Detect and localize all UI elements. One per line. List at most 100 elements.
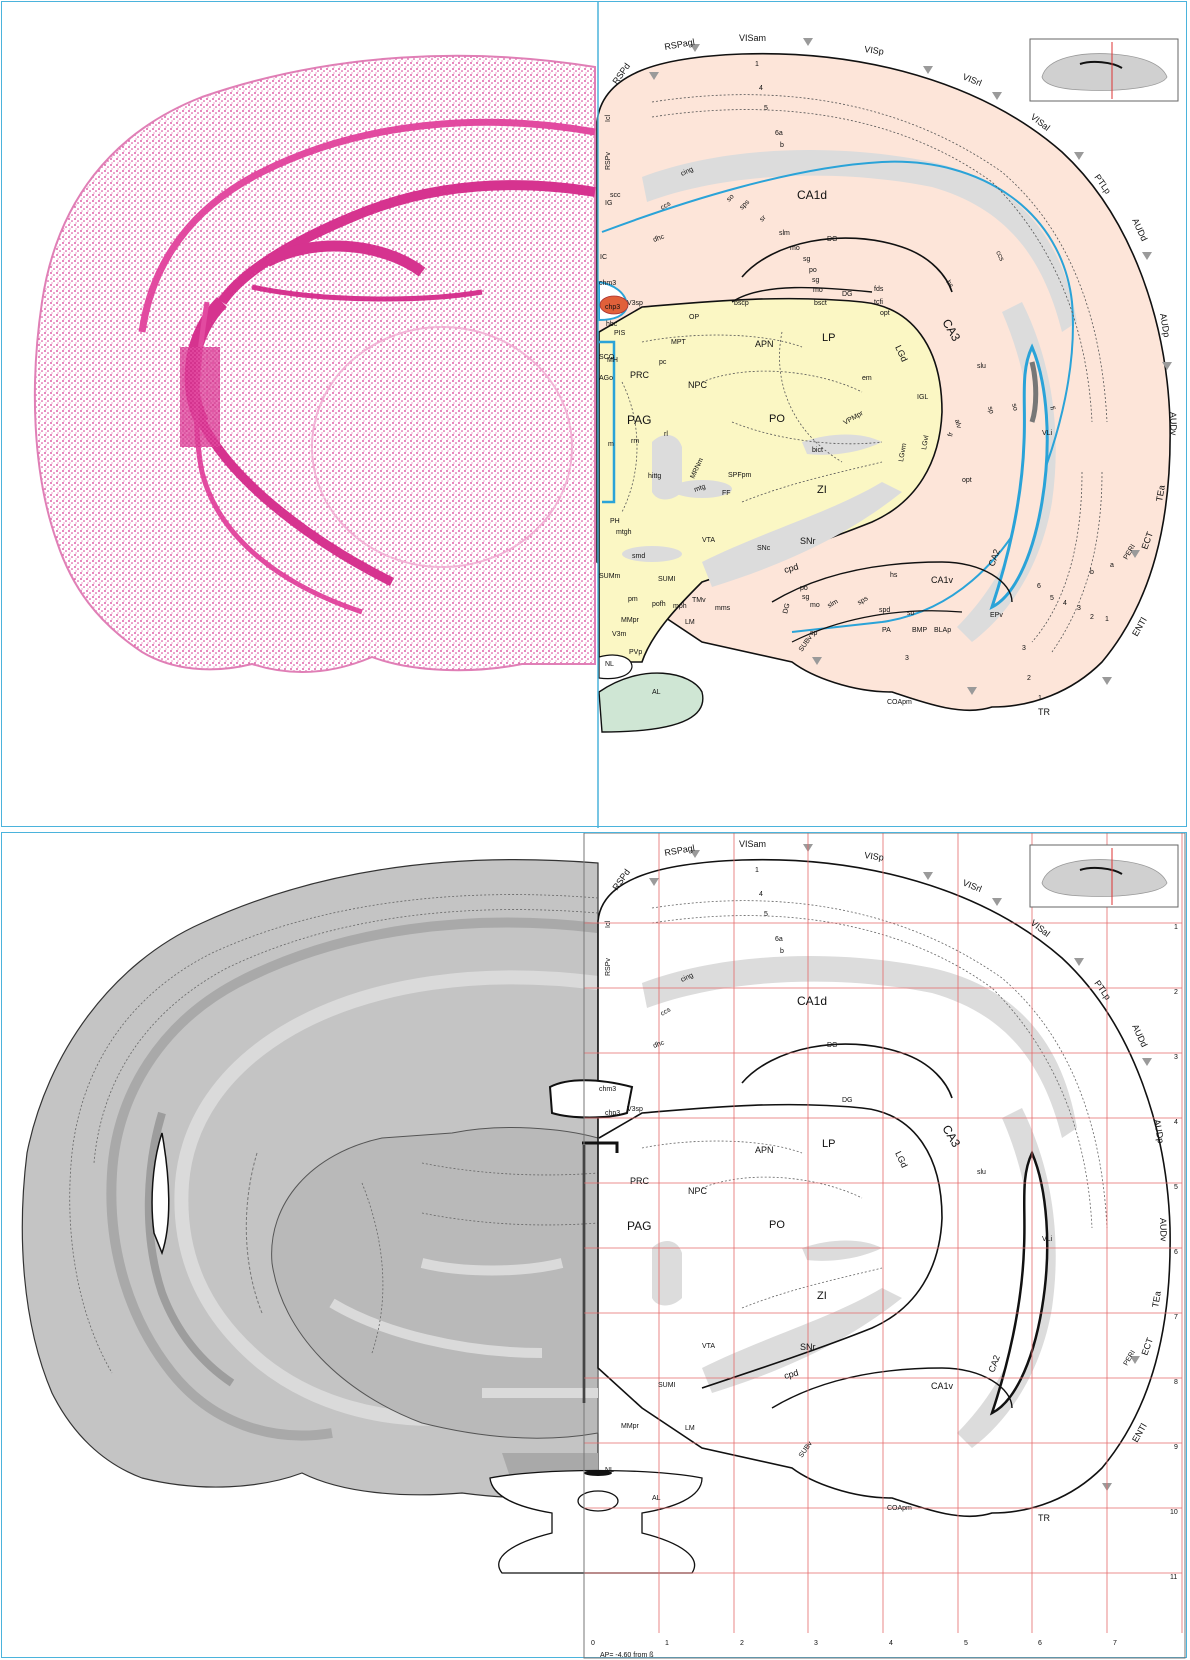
label-ent-layer-b: b — [1090, 569, 1094, 576]
boundary-arrowheads — [649, 38, 1172, 695]
bottom-panel-svg: 0 1 2 3 4 5 6 7 1 2 3 4 5 6 7 8 9 10 11 … — [21, 833, 1186, 1659]
label-bscp: bscp — [734, 300, 749, 307]
label-PRC: PRC — [630, 370, 650, 380]
label-sr: sr — [758, 214, 768, 224]
label-pm: pm — [628, 596, 638, 603]
label-sg2: sg — [812, 277, 820, 284]
label-ENTl: ENTl — [1130, 1422, 1149, 1444]
y-tick-8: 8 — [1174, 1379, 1178, 1386]
label-pofh: pofh — [652, 601, 666, 608]
y-tick-2: 2 — [1174, 989, 1178, 996]
label-ent-layer-6: 6 — [1037, 583, 1041, 590]
label-BMP: BMP — [912, 627, 928, 634]
label-sp-ca3: sp — [986, 406, 995, 415]
label-NL: NL — [605, 661, 614, 668]
label-AGo: AGo — [599, 375, 613, 382]
label-AUDv: AUDv — [1158, 1218, 1169, 1242]
label-BLAp: BLAp — [934, 627, 951, 634]
label-opt-lat: opt — [962, 477, 972, 484]
grid-x-ticks: 0 1 2 3 4 5 6 7 — [591, 1640, 1117, 1647]
label-VISrl: VISrl — [961, 878, 983, 895]
label-SNr: SNr — [800, 536, 816, 546]
label-slu: slu — [977, 363, 986, 370]
label-mms: mms — [715, 605, 731, 612]
label-layer-6b: b — [780, 948, 784, 955]
label-Icl: Icl — [605, 115, 612, 122]
label-PA: PA — [882, 627, 891, 634]
label-rm: rm — [631, 438, 639, 445]
label-LGvm: LGvm — [898, 443, 908, 463]
y-tick-1: 1 — [1174, 924, 1178, 931]
sagittal-inset-thumbnail — [1029, 844, 1179, 908]
label-V3sp: V3sp — [627, 300, 643, 307]
label-mtgh: mtgh — [616, 529, 632, 536]
label-TMv: TMv — [692, 597, 706, 604]
label-bsct: bsct — [814, 300, 827, 307]
x-tick-4: 4 — [889, 1640, 893, 1647]
label-ent-layer-5: 5 — [1050, 595, 1054, 602]
label-COApm: COApm — [887, 699, 912, 706]
label-NPC: NPC — [688, 380, 708, 390]
x-tick-5: 5 — [964, 1640, 968, 1647]
label-NL: NL — [605, 1467, 614, 1474]
label-ENTl: ENTl — [1130, 616, 1149, 638]
label-fds: fds — [874, 286, 884, 293]
x-tick-6: 6 — [1038, 1640, 1042, 1647]
grayscale-hemisphere — [21, 859, 599, 1499]
label-TR: TR — [1038, 1513, 1050, 1523]
label-cing: cing — [680, 972, 695, 984]
label-so-d: so — [725, 193, 735, 203]
top-panel-svg: RSPd RSPagl VISam VISp VISrl VISal PTLp … — [33, 2, 1179, 828]
label-so-ca3: so — [1010, 403, 1019, 412]
label-hs-lower: hs — [890, 572, 898, 579]
atlas-hemisphere — [596, 2, 1172, 828]
sagittal-inset-thumbnail — [1029, 38, 1179, 102]
label-DG-upper: DG — [827, 1042, 838, 1049]
label-LP: LP — [822, 1138, 835, 1150]
label-VTA: VTA — [702, 537, 715, 544]
label-hs: hs — [944, 279, 954, 289]
label-tcfi: tcfi — [874, 299, 883, 306]
label-RSPv: RSPv — [605, 958, 612, 976]
label-IC: IC — [600, 254, 607, 261]
label-ccs: ccs — [660, 200, 673, 212]
label-pc: pc — [659, 359, 667, 366]
label-PAG: PAG — [627, 1219, 651, 1233]
label-VLi: VLi — [1042, 430, 1053, 437]
label-scc: scc — [610, 192, 621, 199]
y-tick-6: 6 — [1174, 1249, 1178, 1256]
midline-structures — [489, 1079, 703, 1574]
y-tick-5: 5 — [1174, 1184, 1178, 1191]
label-sg-v: sg — [802, 594, 810, 601]
label-VTA: VTA — [702, 1343, 715, 1350]
label-dhc: dhc — [652, 233, 665, 244]
label-RSPagl: RSPagl — [664, 37, 696, 52]
label-tr-layer-2: 2 — [1027, 675, 1031, 682]
x-tick-1: 1 — [665, 1640, 669, 1647]
label-IG: IG — [605, 200, 612, 207]
label-FF: FF — [722, 490, 731, 497]
label-chp3: chp3 — [605, 1110, 620, 1117]
label-mph: mph — [673, 603, 687, 610]
label-layer-4: 4 — [759, 891, 763, 898]
label-ccs-lat: ccs — [994, 250, 1005, 263]
label-fi: fi — [1048, 406, 1056, 412]
label-smd: smd — [632, 553, 645, 560]
label-CA1v: CA1v — [931, 1381, 954, 1391]
label-layer-1: 1 — [755, 867, 759, 874]
label-cpd: cpd — [783, 562, 800, 575]
label-mo-v: mo — [810, 602, 820, 609]
x-tick-2: 2 — [740, 1640, 744, 1647]
label-MMpr: MMpr — [621, 1423, 640, 1430]
label-IGL: IGL — [917, 394, 928, 401]
label-em: em — [862, 375, 872, 382]
label-AL: AL — [652, 1495, 661, 1502]
label-slu: slu — [977, 1169, 986, 1176]
label-SUMl: SUMI — [658, 1382, 676, 1389]
label-mtg: mtg — [693, 483, 706, 494]
label-TR: TR — [1038, 707, 1050, 717]
label-po-v: po — [800, 585, 808, 592]
label-sps-v: sps — [857, 595, 870, 607]
label-tr-layer-1: 1 — [1038, 695, 1042, 702]
label-CA1d: CA1d — [797, 188, 827, 202]
